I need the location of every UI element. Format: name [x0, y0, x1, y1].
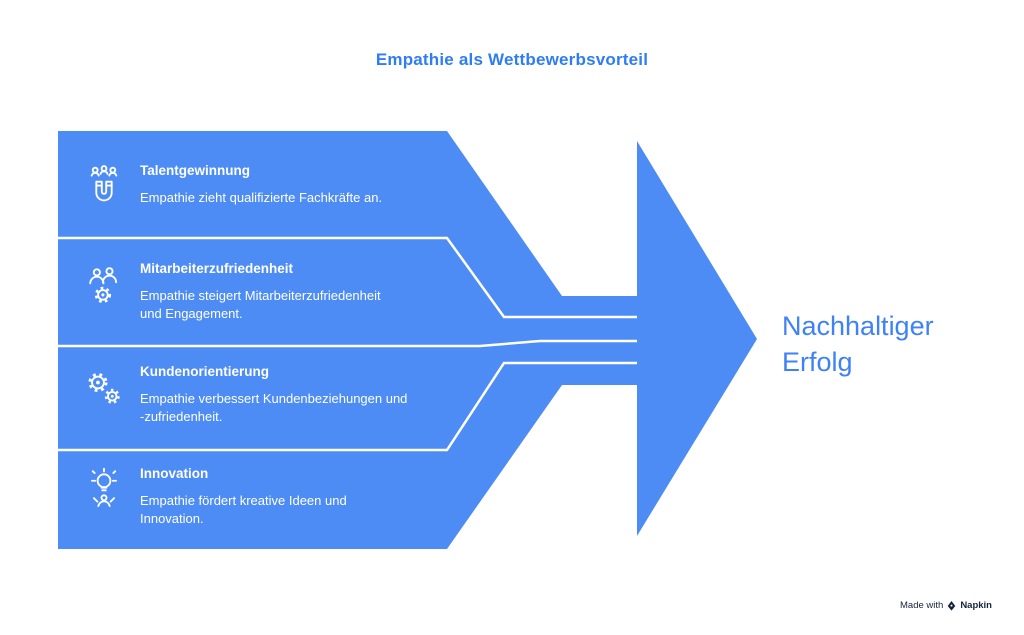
pen-nib-icon: [947, 600, 956, 611]
step-body: Empathie steigert Mitarbeiterzufriedenhe…: [140, 288, 381, 321]
step-kundenorientierung: Kundenorientierung Empathie verbessert K…: [140, 364, 425, 426]
step-body: Empathie verbessert Kundenbeziehungen un…: [140, 391, 408, 424]
band-separator: [58, 236, 637, 319]
step-heading: Kundenorientierung: [140, 364, 269, 379]
lightbulb-person-icon: [82, 467, 126, 511]
made-with-text: Made with: [900, 600, 944, 611]
step-heading: Mitarbeiterzufriedenheit: [140, 261, 294, 276]
diagram-title: Empathie als Wettbewerbsvorteil: [375, 50, 649, 69]
step-mitarbeiterzufriedenheit: Mitarbeiterzufriedenheit Empathie steige…: [140, 261, 425, 323]
result-label: Nachhaltiger Erfolg: [782, 311, 934, 377]
band-separator: [58, 339, 637, 348]
step-heading: Innovation: [140, 466, 209, 481]
step-innovation: Innovation Empathie fördert kreative Ide…: [140, 466, 425, 528]
brand-name: Napkin: [960, 600, 992, 611]
magnet-people-icon: [82, 163, 126, 207]
band-separator: [58, 361, 637, 452]
people-gear-icon: [82, 263, 126, 307]
step-body: Empathie fördert kreative Ideen und Inno…: [140, 493, 347, 526]
step-heading: Talentgewinnung: [140, 163, 250, 178]
step-body: Empathie zieht qualifizierte Fachkräfte …: [140, 190, 383, 205]
made-with-credit: Made with Napkin: [900, 600, 992, 611]
gears-icon: [82, 366, 126, 410]
arrow-shape: [58, 131, 757, 549]
step-talentgewinnung: Talentgewinnung Empathie zieht qualifizi…: [140, 163, 425, 207]
